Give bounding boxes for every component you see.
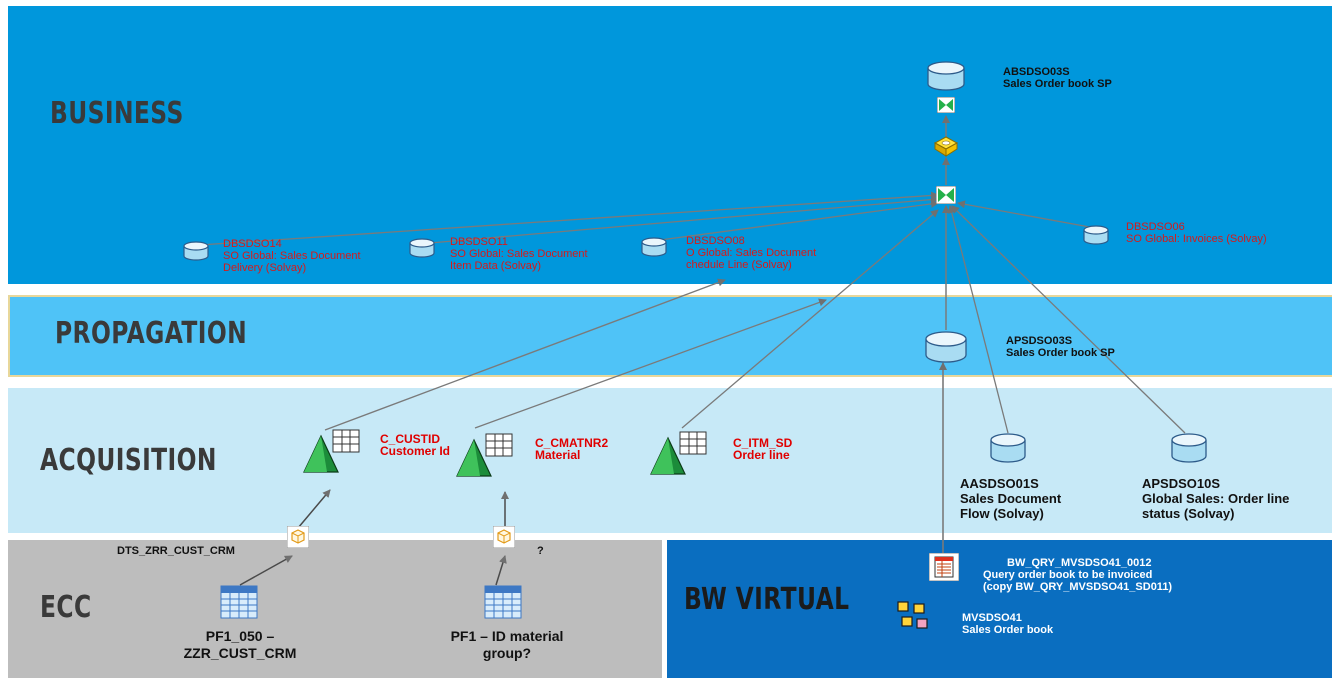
- ecc-layer: [8, 540, 662, 678]
- business-title: BUSINESS: [50, 96, 184, 131]
- database-icon[interactable]: [182, 240, 210, 262]
- question-label: ?: [537, 545, 544, 557]
- propagation-title: PROPAGATION: [55, 316, 248, 351]
- multiprovider-icon[interactable]: [896, 600, 930, 630]
- ecc-title: ECC: [40, 590, 92, 625]
- database-icon[interactable]: [924, 330, 968, 364]
- absdso03-label: ABSDSO03S Sales Order book SP: [1003, 66, 1112, 90]
- pf1id-label: PF1 – ID material group?: [450, 628, 564, 661]
- query-label: BW_QRY_MVSDSO41_0012 Query order book to…: [983, 557, 1173, 593]
- bw-virtual-layer: [667, 540, 1332, 678]
- cmatnr2-label: C_CMATNR2 Material: [535, 436, 609, 462]
- pf1050-label: PF1_050 – ZZR_CUST_CRM: [183, 628, 297, 661]
- transformation-icon[interactable]: [937, 97, 955, 113]
- arrow-pf1050: [239, 555, 293, 586]
- bw-virtual-title: BW VIRTUAL: [684, 582, 850, 617]
- arrow-dbsdso11: [429, 195, 939, 244]
- table-icon[interactable]: [220, 585, 258, 619]
- dbsdso11-label: DBSDSO11 SO Global: Sales Document Item …: [450, 236, 588, 272]
- arrow-dbsdso06: [957, 200, 1096, 229]
- dbsdso06-label: DBSDSO06 SO Global: Invoices (Solvay): [1126, 221, 1267, 245]
- propagation-layer: [8, 295, 1332, 377]
- dtp-icon[interactable]: [287, 526, 309, 548]
- datasource-icon[interactable]: [456, 432, 516, 480]
- aasdso01-label: AASDSO01S Sales Document Flow (Solvay): [960, 476, 1062, 521]
- arrow-custid: [324, 278, 726, 431]
- arrow-cmatnr2: [474, 298, 827, 429]
- business-layer: [8, 6, 1332, 284]
- query-icon[interactable]: [929, 553, 959, 581]
- datasource-icon[interactable]: [650, 430, 710, 478]
- table-icon[interactable]: [484, 585, 522, 619]
- apsdso03-label: APSDSO03S Sales Order book SP: [1006, 335, 1115, 359]
- arrow-itmsd: [681, 209, 939, 429]
- transformation-icon[interactable]: [936, 186, 956, 204]
- dts-label: DTS_ZRR_CUST_CRM: [117, 545, 235, 557]
- database-icon[interactable]: [408, 237, 436, 259]
- database-icon[interactable]: [989, 432, 1027, 464]
- dtp-icon[interactable]: [493, 526, 515, 548]
- apsdso10-label: APSDSO10S Global Sales: Order line statu…: [1142, 476, 1290, 521]
- arrow-pf1id: [495, 555, 507, 586]
- dtp-icon[interactable]: [934, 136, 958, 158]
- arrow-dbsdso08: [659, 199, 939, 241]
- database-icon[interactable]: [1082, 224, 1110, 246]
- itmsd-label: C_ITM_SD Order line: [733, 436, 793, 462]
- arrow-dbsdso14: [199, 191, 939, 246]
- database-icon[interactable]: [640, 236, 668, 258]
- database-icon[interactable]: [926, 60, 966, 92]
- arrow-apsdso10: [951, 205, 1186, 434]
- custid-label: C_CUSTID Customer Id: [380, 432, 451, 458]
- acquisition-title: ACQUISITION: [40, 443, 217, 478]
- dbsdso14-label: DBSDSO14 SO Global: Sales Document Deliv…: [223, 238, 361, 274]
- arrow-aasdso01: [947, 205, 1009, 434]
- datasource-icon[interactable]: [303, 428, 363, 476]
- database-icon[interactable]: [1170, 432, 1208, 464]
- dbsdso08-label: DBSDSO08 O Global: Sales Document chedul…: [686, 235, 817, 271]
- mvsdso41-label: MVSDSO41 Sales Order book: [962, 612, 1054, 636]
- arrow-dts: [297, 489, 331, 529]
